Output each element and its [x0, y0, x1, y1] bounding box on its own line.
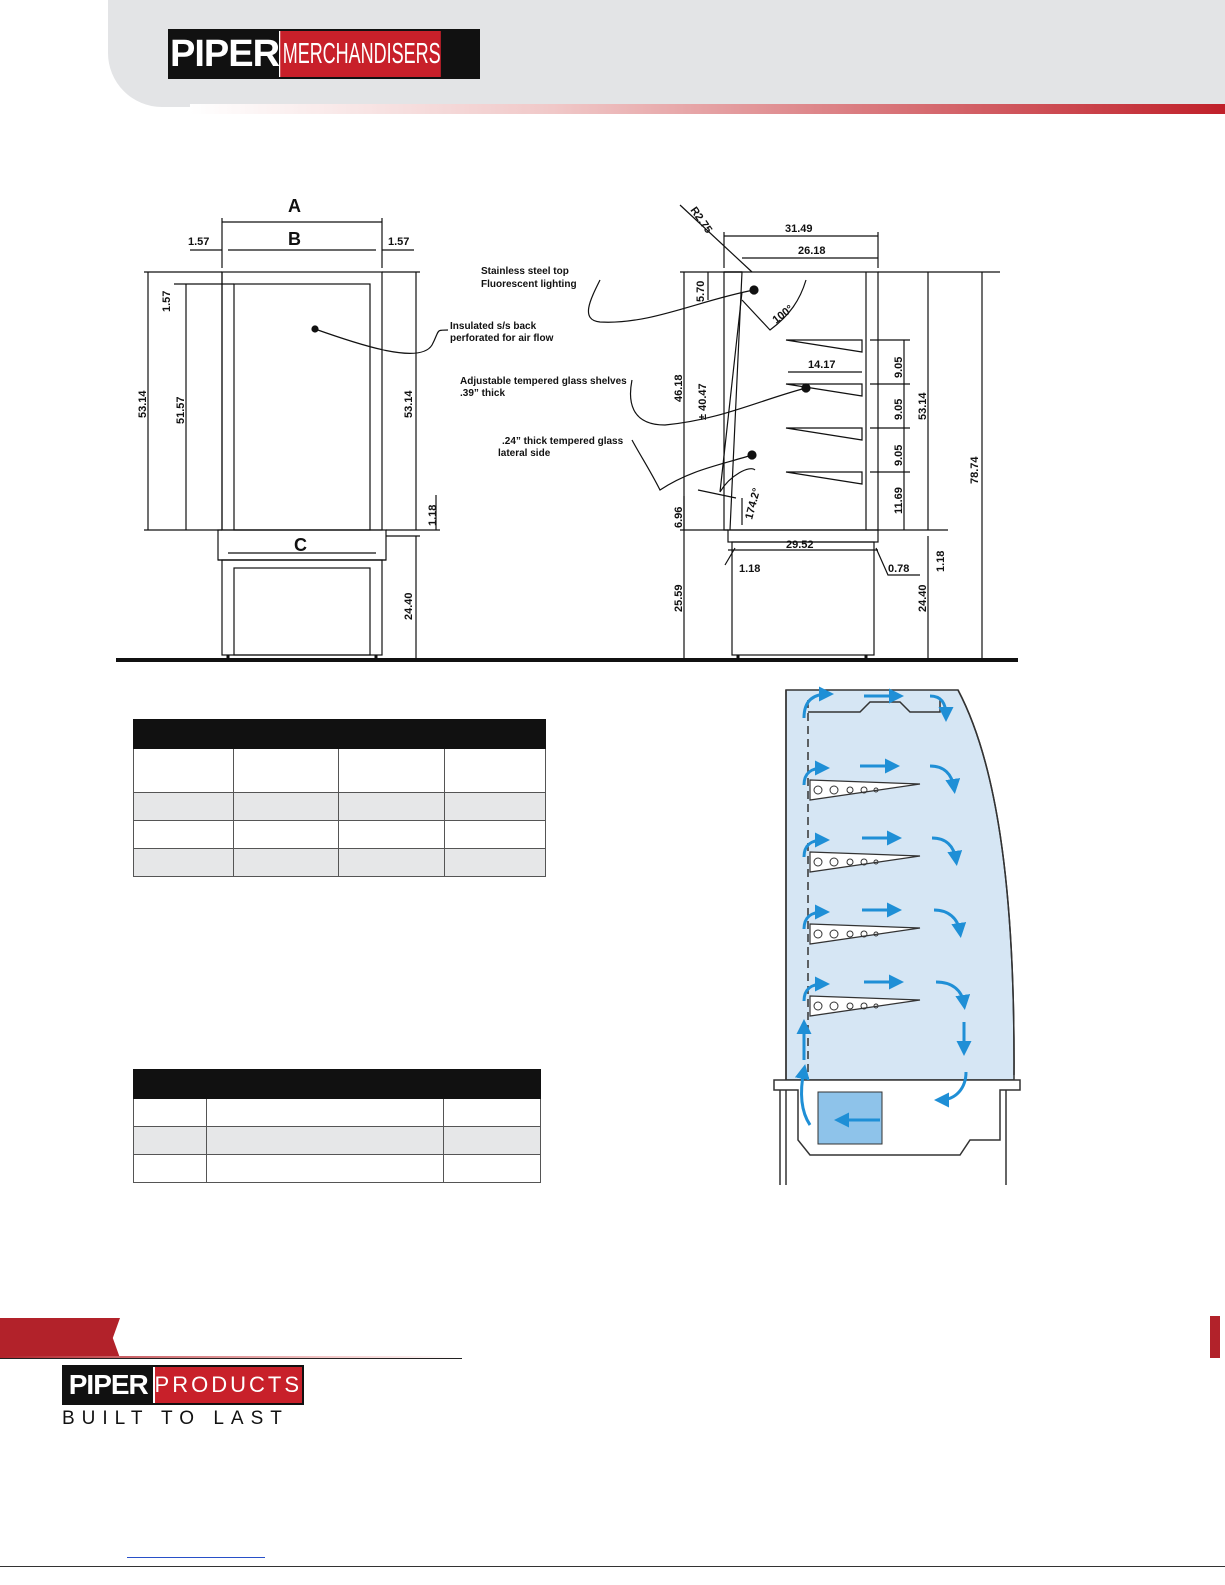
dim-angle-bottom: 174.2°: [743, 487, 763, 521]
header-accent-line: [190, 104, 1225, 114]
dim-outer-height: 53.14: [137, 390, 149, 418]
note-shelves-line1: Adjustable tempered glass shelves: [460, 376, 627, 387]
footer-tagline: BUILT TO LAST: [62, 1408, 289, 1429]
table-row: [133, 1126, 541, 1155]
dim-base-height-right: 24.40: [917, 584, 929, 612]
dim-base-gap: 1.18: [427, 505, 439, 526]
dim-shelf-gap-2: 9.05: [893, 399, 905, 420]
dim-glass: ± 40.47: [697, 383, 709, 420]
footer-rule: [0, 1358, 462, 1359]
note-side-line2: lateral side: [498, 448, 551, 459]
note-back-line1: Insulated s/s back: [450, 321, 537, 332]
dim-body-height: 53.14: [917, 392, 929, 420]
table-row: [133, 1154, 541, 1183]
footer-logo-secondary: PRODUCTS: [152, 1367, 302, 1403]
label-b: B: [288, 229, 301, 249]
footer-logo-primary: PIPER: [64, 1367, 153, 1403]
dim-depth-outer: 31.49: [785, 223, 813, 235]
dim-shelf-depth: 14.17: [808, 359, 836, 371]
dim-total-height: 78.74: [969, 456, 981, 484]
footer-gradient-line: [0, 1356, 460, 1359]
dim-left-offset: 1.18: [739, 563, 760, 575]
dim-radius: R2.75: [688, 205, 715, 236]
logo-secondary-text: MERCHANDISERS: [279, 31, 441, 77]
page-edge-marker: [1210, 1316, 1220, 1358]
table-row: [133, 1098, 541, 1127]
piper-products-logo: PIPER PRODUCTS: [62, 1365, 304, 1405]
dim-side-left: 1.57: [188, 236, 209, 248]
note-top-line1: Stainless steel top: [481, 266, 569, 277]
note-shelves-line2: .39” thick: [460, 388, 505, 399]
label-a: A: [288, 196, 301, 216]
table-row: [133, 748, 546, 793]
logo-primary-text: PIPER: [170, 31, 280, 77]
dim-top-inset: 1.57: [161, 291, 173, 312]
note-back-line2: perforated for air flow: [450, 333, 554, 344]
technical-drawing: A B C 1.57 1.57 1.57 53.14 51.57 53.14 1…: [116, 196, 1018, 662]
specification-table: [133, 719, 546, 877]
note-side-line1: .24” thick tempered glass: [502, 436, 624, 447]
dim-top-height: 5.70: [695, 281, 707, 302]
dim-right-height: 53.14: [403, 390, 415, 418]
dim-side-right: 1.57: [388, 236, 409, 248]
label-c: C: [294, 535, 307, 555]
table-header-row: [133, 719, 546, 749]
dim-base-height: 24.40: [403, 592, 415, 620]
dim-base-depth: 29.52: [786, 539, 814, 551]
airflow-diagram: [773, 686, 1021, 1185]
table-header-row: [133, 1069, 541, 1099]
dim-angle-top: 100°: [770, 303, 795, 326]
note-top-line2: Fluorescent lighting: [481, 279, 577, 290]
piper-merchandisers-logo: PIPER MERCHANDISERS: [168, 29, 480, 79]
footer-red-tab: [0, 1318, 120, 1358]
dim-opening: 46.18: [673, 374, 685, 402]
dim-shelf-gap-1: 9.05: [893, 357, 905, 378]
dim-right-offset: 0.78: [888, 563, 909, 575]
table-row: [133, 820, 546, 849]
footer-link-underline: [127, 1557, 265, 1558]
table-row: [133, 792, 546, 821]
dim-base-height-left: 25.59: [673, 584, 685, 612]
dim-depth-inner: 26.18: [798, 245, 826, 257]
dim-shelf-gap-3: 9.05: [893, 445, 905, 466]
dim-front-lip: 6.96: [673, 507, 685, 528]
logo-secondary-label: MERCHANDISERS: [282, 37, 441, 70]
dim-bottom-gap: 11.69: [893, 487, 905, 514]
options-table: [133, 1069, 541, 1183]
dim-right-gap: 1.18: [935, 551, 947, 572]
dim-inner-height: 51.57: [175, 396, 187, 424]
page-bottom-rule: [0, 1566, 1225, 1567]
table-row: [133, 848, 546, 877]
